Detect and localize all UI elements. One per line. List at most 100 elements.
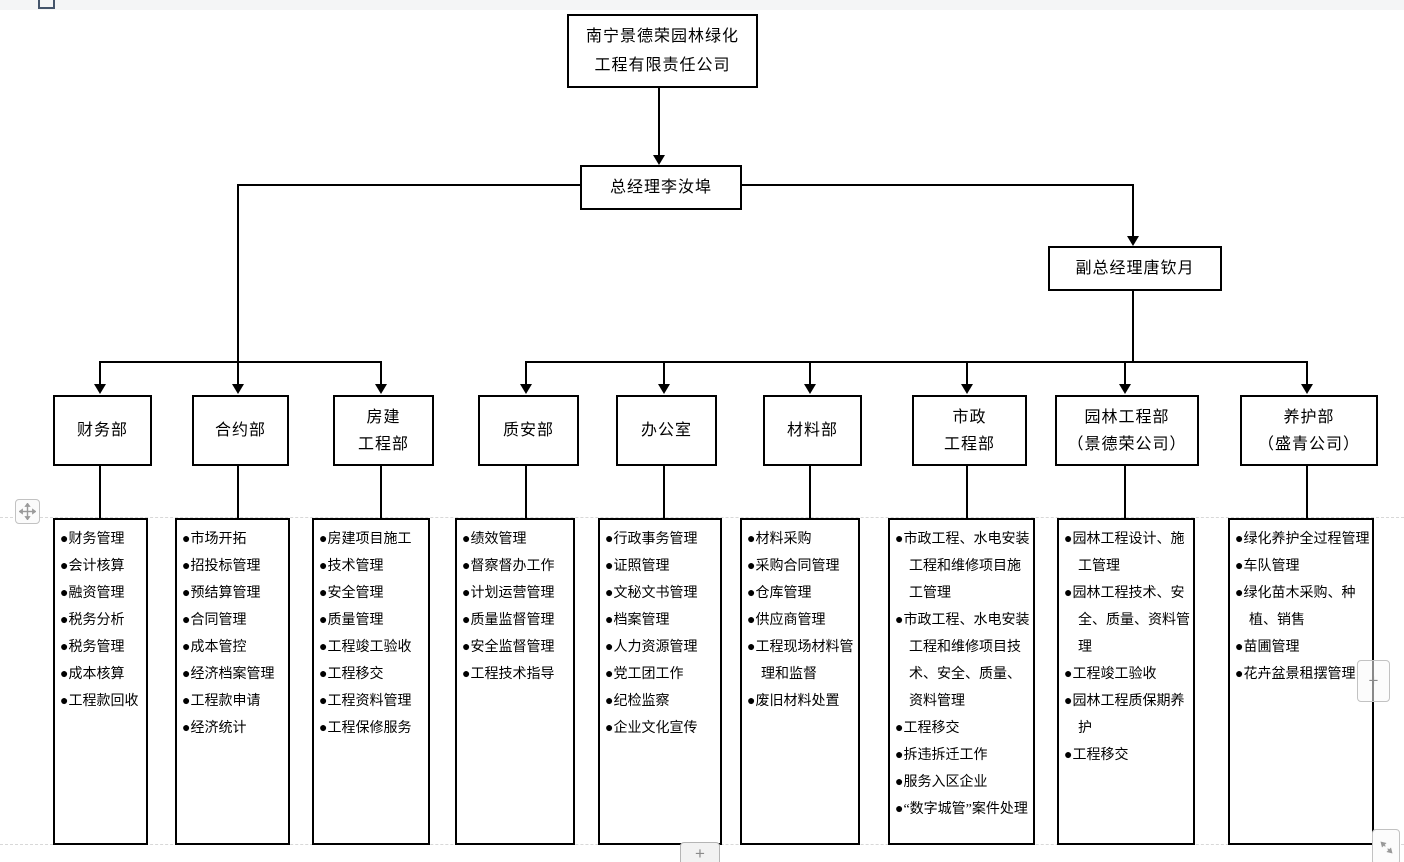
duty-list-office[interactable]: ●行政事务管理●证照管理●文秘文书管理●档案管理●人力资源管理●党工团工作●纪检…	[598, 518, 722, 845]
zoom-in-side-button[interactable]: +	[1357, 660, 1390, 702]
duty-item: ●工程现场材料管理和监督	[747, 640, 854, 682]
duty-item: ●市场开拓	[182, 532, 247, 547]
org-node-dept-finance[interactable]: 财务部	[53, 395, 152, 466]
connector-line	[99, 462, 101, 518]
connector-line	[809, 462, 811, 518]
duty-item: ●工程款申请	[182, 694, 261, 709]
org-node-dept-maintenance[interactable]: 养护部 （盛青公司）	[1240, 395, 1378, 466]
duty-list-materials[interactable]: ●材料采购●采购合同管理●仓库管理●供应商管理●工程现场材料管理和监督●废旧材料…	[740, 518, 860, 845]
connector-line	[525, 462, 527, 518]
duty-item: ●工程竣工验收	[319, 640, 412, 655]
duty-item: ●招投标管理	[182, 559, 261, 574]
arrow-down-icon	[1127, 236, 1139, 246]
duty-item: ●车队管理	[1235, 559, 1300, 574]
page-top-strip	[0, 0, 1404, 10]
duty-item: ●技术管理	[319, 559, 384, 574]
duty-item: ●经济档案管理	[182, 667, 275, 682]
move-handle-button[interactable]	[15, 499, 40, 524]
duty-item: ●苗圃管理	[1235, 640, 1300, 655]
duty-item: ●行政事务管理	[605, 532, 698, 547]
resize-diagonal-icon	[1379, 840, 1393, 854]
duty-item: ●纪检监察	[605, 694, 670, 709]
org-node-company[interactable]: 南宁景德荣园林绿化 工程有限责任公司	[567, 14, 758, 88]
duty-item: ●工程移交	[895, 721, 960, 736]
duty-item: ●仓库管理	[747, 586, 812, 601]
arrow-down-icon	[653, 155, 665, 165]
duty-item: ●质量管理	[319, 613, 384, 628]
connector-line	[1124, 361, 1126, 384]
duty-item: ●工程移交	[1064, 748, 1129, 763]
duty-list-quality-safety[interactable]: ●绩效管理●督察督办工作●计划运营管理●质量监督管理●安全监督管理●工程技术指导	[455, 518, 575, 845]
arrow-down-icon	[1301, 384, 1313, 394]
duty-list-municipal-engineering[interactable]: ●市政工程、水电安装工程和维修项目施工管理 ●市政工程、水电安装工程和维修项目技术…	[888, 518, 1035, 845]
connector-line	[1132, 184, 1134, 236]
connector-line	[100, 361, 382, 363]
duty-item: ●材料采购	[747, 532, 812, 547]
arrow-down-icon	[520, 384, 532, 394]
duty-item: ●园林工程设计、施工管理	[1064, 532, 1185, 574]
connector-line	[380, 361, 382, 384]
org-node-dept-contract[interactable]: 合约部	[192, 395, 289, 466]
arrow-down-icon	[961, 384, 973, 394]
connector-line	[99, 361, 101, 384]
duty-list-finance[interactable]: ●财务管理●会计核算●融资管理●税务分析●税务管理●成本核算●工程款回收	[53, 518, 148, 845]
duty-item: ●供应商管理	[747, 613, 826, 628]
connector-line	[1132, 287, 1134, 363]
duty-item: ●市政工程、水电安装工程和维修项目施工管理	[895, 532, 1030, 601]
duty-item: ●企业文化宣传	[605, 721, 698, 736]
connector-line	[525, 361, 527, 384]
resize-corner-button[interactable]	[1372, 829, 1400, 862]
duty-item: ●工程移交	[319, 667, 384, 682]
duty-list-building-engineering[interactable]: ●房建项目施工●技术管理●安全管理●质量管理●工程竣工验收●工程移交●工程资料管…	[312, 518, 430, 845]
org-node-dept-municipal-engineering[interactable]: 市政 工程部	[912, 395, 1027, 466]
duty-item: ●安全监督管理	[462, 640, 555, 655]
connector-line	[663, 462, 665, 518]
duty-item: ●园林工程技术、安全、质量、资料管理	[1064, 586, 1190, 655]
duty-list-contract[interactable]: ●市场开拓●招投标管理●预结算管理●合同管理●成本管控●经济档案管理●工程款申请…	[175, 518, 290, 845]
duty-item: ●计划运营管理	[462, 586, 555, 601]
duty-item: ●拆违拆迁工作	[895, 748, 988, 763]
duty-item: ●合同管理	[182, 613, 247, 628]
org-node-general-manager[interactable]: 总经理李汝埠	[580, 165, 742, 210]
duty-item: ●安全管理	[319, 586, 384, 601]
arrow-down-icon	[375, 384, 387, 394]
duty-item: ●工程技术指导	[462, 667, 555, 682]
arrow-down-icon	[94, 384, 106, 394]
duty-item: ●经济统计	[182, 721, 247, 736]
move-cross-icon	[19, 503, 36, 520]
org-node-dept-quality-safety[interactable]: 质安部	[478, 395, 579, 466]
zoom-in-bottom-button[interactable]: +	[680, 842, 720, 862]
duty-item: ●财务管理	[60, 532, 125, 547]
duty-item: ●档案管理	[605, 613, 670, 628]
duty-list-maintenance[interactable]: ●绿化养护全过程管理 ●车队管理 ●绿化苗木采购、种植、销售 ●苗圃管理 ●花卉盆景租摆…	[1228, 518, 1374, 845]
plus-icon: +	[1368, 671, 1379, 690]
org-node-dept-building-engineering[interactable]: 房建 工程部	[333, 395, 434, 466]
duty-item: ●绿化养护全过程管理	[1235, 532, 1370, 547]
duty-item: ●绩效管理	[462, 532, 527, 547]
duty-item: ●人力资源管理	[605, 640, 698, 655]
duty-item: ●税务管理	[60, 640, 125, 655]
connector-line	[1124, 462, 1126, 518]
duty-item: ●工程款回收	[60, 694, 139, 709]
connector-line	[1306, 361, 1308, 384]
arrow-down-icon	[804, 384, 816, 394]
duty-item: ●市政工程、水电安装工程和维修项目技术、安全、质量、资料管理	[895, 613, 1030, 709]
page-break-dash-top	[0, 517, 1404, 518]
org-node-dept-landscape-engineering[interactable]: 园林工程部 （景德荣公司）	[1055, 395, 1199, 466]
duty-item: ●党工团工作	[605, 667, 684, 682]
arrow-down-icon	[658, 384, 670, 394]
connector-line	[966, 361, 968, 384]
duty-item: ●绿化苗木采购、种植、销售	[1235, 586, 1356, 628]
duty-item: ●花卉盆景租摆管理	[1235, 667, 1356, 682]
duty-item: ●废旧材料处置	[747, 694, 840, 709]
org-node-dept-materials[interactable]: 材料部	[763, 395, 862, 466]
org-node-dept-office[interactable]: 办公室	[616, 395, 717, 466]
duty-item: ●工程资料管理	[319, 694, 412, 709]
org-node-deputy-general-manager[interactable]: 副总经理唐钦月	[1048, 246, 1222, 291]
duty-list-landscape-engineering[interactable]: ●园林工程设计、施工管理●园林工程技术、安全、质量、资料管理●工程竣工验收●园林…	[1057, 518, 1195, 845]
connector-line	[526, 361, 1308, 363]
arrow-down-icon	[232, 384, 244, 394]
duty-item: ●工程竣工验收	[1064, 667, 1157, 682]
duty-item: ●成本核算	[60, 667, 125, 682]
